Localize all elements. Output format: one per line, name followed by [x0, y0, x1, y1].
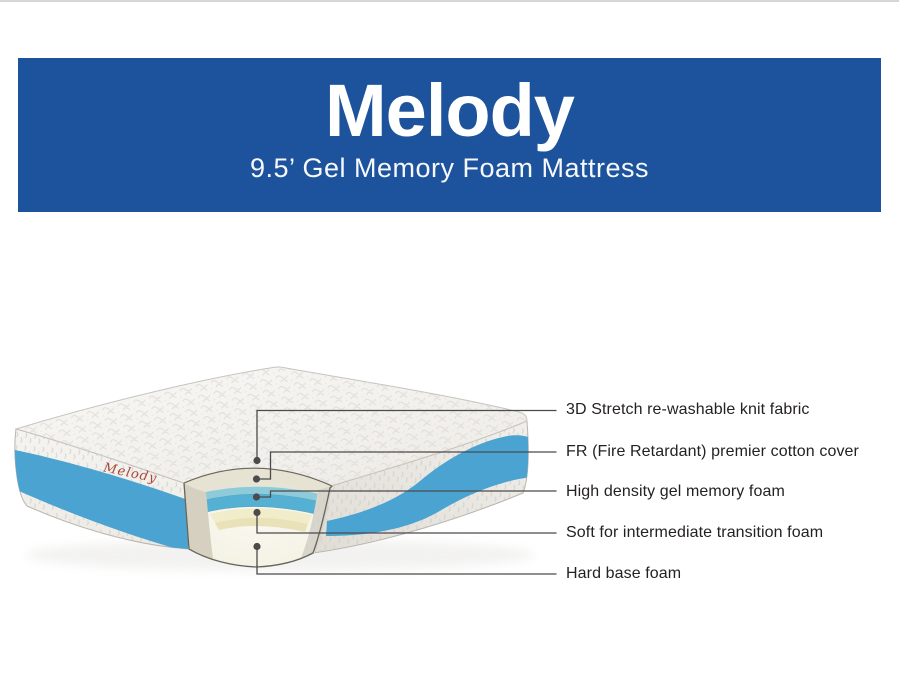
cutaway-outline: [183, 482, 333, 568]
rim-outline: [183, 467, 333, 487]
label-transition-foam: Soft for intermediate transition foam: [566, 524, 824, 541]
label-knit-fabric: 3D Stretch re-washable knit fabric: [566, 401, 810, 418]
leader-line-4: [256, 515, 557, 534]
banner: Melody 9.5’ Gel Memory Foam Mattress: [18, 58, 881, 212]
leader-dots: [252, 456, 261, 551]
blue-wave-right: [326, 435, 529, 536]
cut-wall-left: [184, 483, 213, 559]
cutaway-section: [183, 467, 333, 568]
leader-line-5: [256, 549, 557, 575]
label-gel-memory-foam: High density gel memory foam: [566, 483, 785, 500]
leader-dot-1: [253, 456, 261, 465]
banner-subtitle: 9.5’ Gel Memory Foam Mattress: [249, 153, 650, 183]
leader-dot-4: [253, 508, 261, 517]
leader-dot-2: [252, 475, 261, 483]
leader-dot-3: [252, 493, 261, 501]
banner-title: Melody: [325, 69, 575, 152]
page-top-border: [0, 0, 899, 2]
layer-transition-top: [210, 508, 312, 524]
leader-lines: [256, 409, 557, 575]
leader-line-1: [256, 409, 557, 458]
mattress-top-surface: [14, 366, 528, 487]
label-cotton-cover: FR (Fire Retardant) premier cotton cover: [566, 443, 859, 460]
layer-transition-front: [215, 517, 308, 532]
leader-dot-5: [253, 542, 261, 551]
label-hard-base-foam: Hard base foam: [566, 565, 682, 582]
blue-band-left: [14, 449, 188, 549]
leader-line-2: [260, 451, 557, 480]
leader-line-3: [260, 490, 557, 498]
